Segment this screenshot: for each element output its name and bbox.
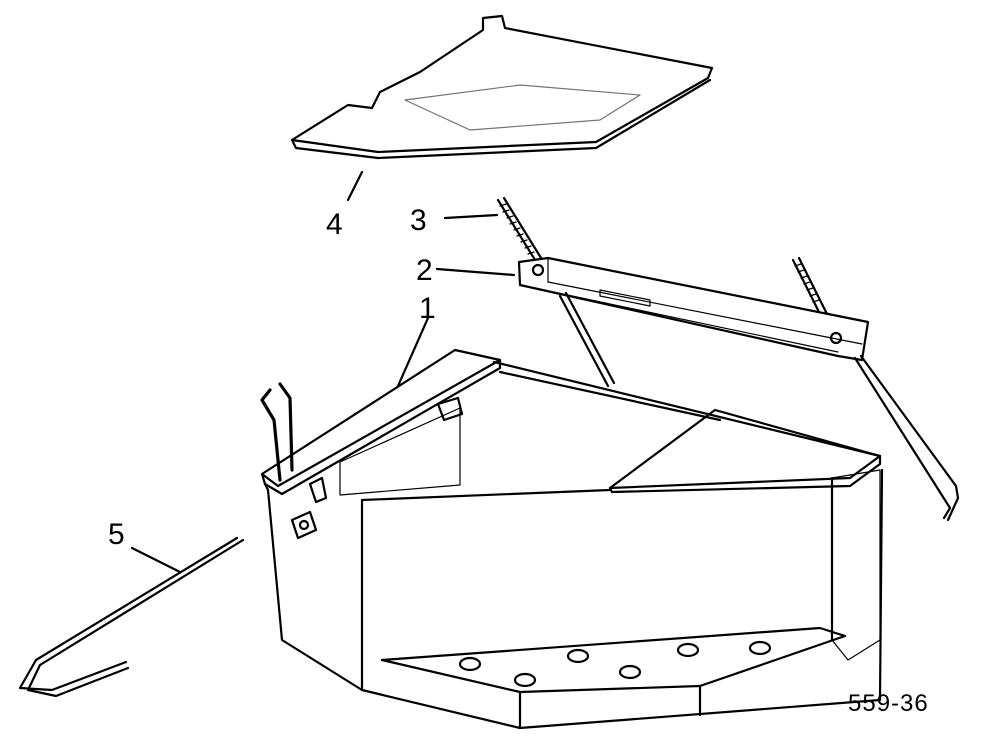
threaded-rods-part-3 <box>496 196 840 340</box>
rod-part-5 <box>18 536 245 698</box>
callout-3: 3 <box>410 204 427 237</box>
leader-4 <box>346 170 364 202</box>
drawing-reference: 559-36 <box>848 690 929 717</box>
tread-mat-part-4 <box>290 14 714 160</box>
leader-3 <box>443 213 499 220</box>
leader-5 <box>130 546 182 574</box>
leader-2 <box>435 267 516 277</box>
callout-4: 4 <box>326 208 343 241</box>
callout-1: 1 <box>419 292 436 325</box>
callout-5: 5 <box>108 518 125 551</box>
leader-1 <box>396 316 430 388</box>
callout-2: 2 <box>416 254 433 287</box>
hold-down-bracket-part-2 <box>517 256 960 522</box>
battery-box-part-1 <box>260 348 884 730</box>
